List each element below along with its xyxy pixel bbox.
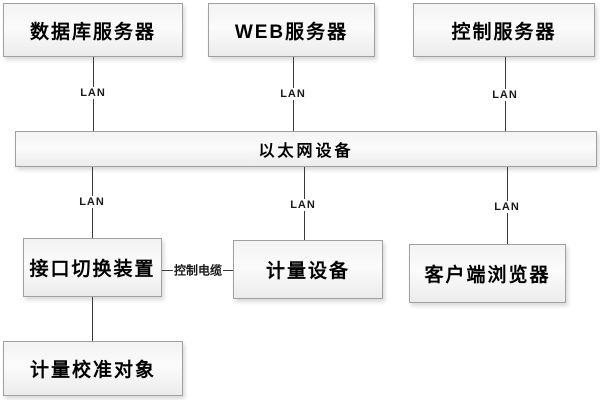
edge-label-lan-database: LAN [78,87,108,99]
edge-label-lan-client-browser: LAN [492,201,522,213]
node-metering-device: 计量设备 [233,240,383,299]
edge-label-lan-control: LAN [490,89,520,101]
edge-label-lan-metering-device: LAN [288,199,318,211]
node-database-server: 数据库服务器 [3,3,183,57]
node-interface-switch: 接口切换装置 [23,238,162,297]
node-control-server: 控制服务器 [413,3,595,57]
node-web-server: WEB服务器 [208,3,375,57]
edge-interface-switch-to-calibration-object [92,297,93,341]
edge-label-lan-web: LAN [278,88,308,100]
node-client-browser: 客户端浏览器 [409,244,566,303]
node-calibration-object: 计量校准对象 [3,341,183,396]
edge-label-lan-interface-switch: LAN [77,196,107,208]
edge-label-control-cable: 控制电缆 [172,261,224,279]
node-ethernet-device: 以太网设备 [15,131,597,167]
